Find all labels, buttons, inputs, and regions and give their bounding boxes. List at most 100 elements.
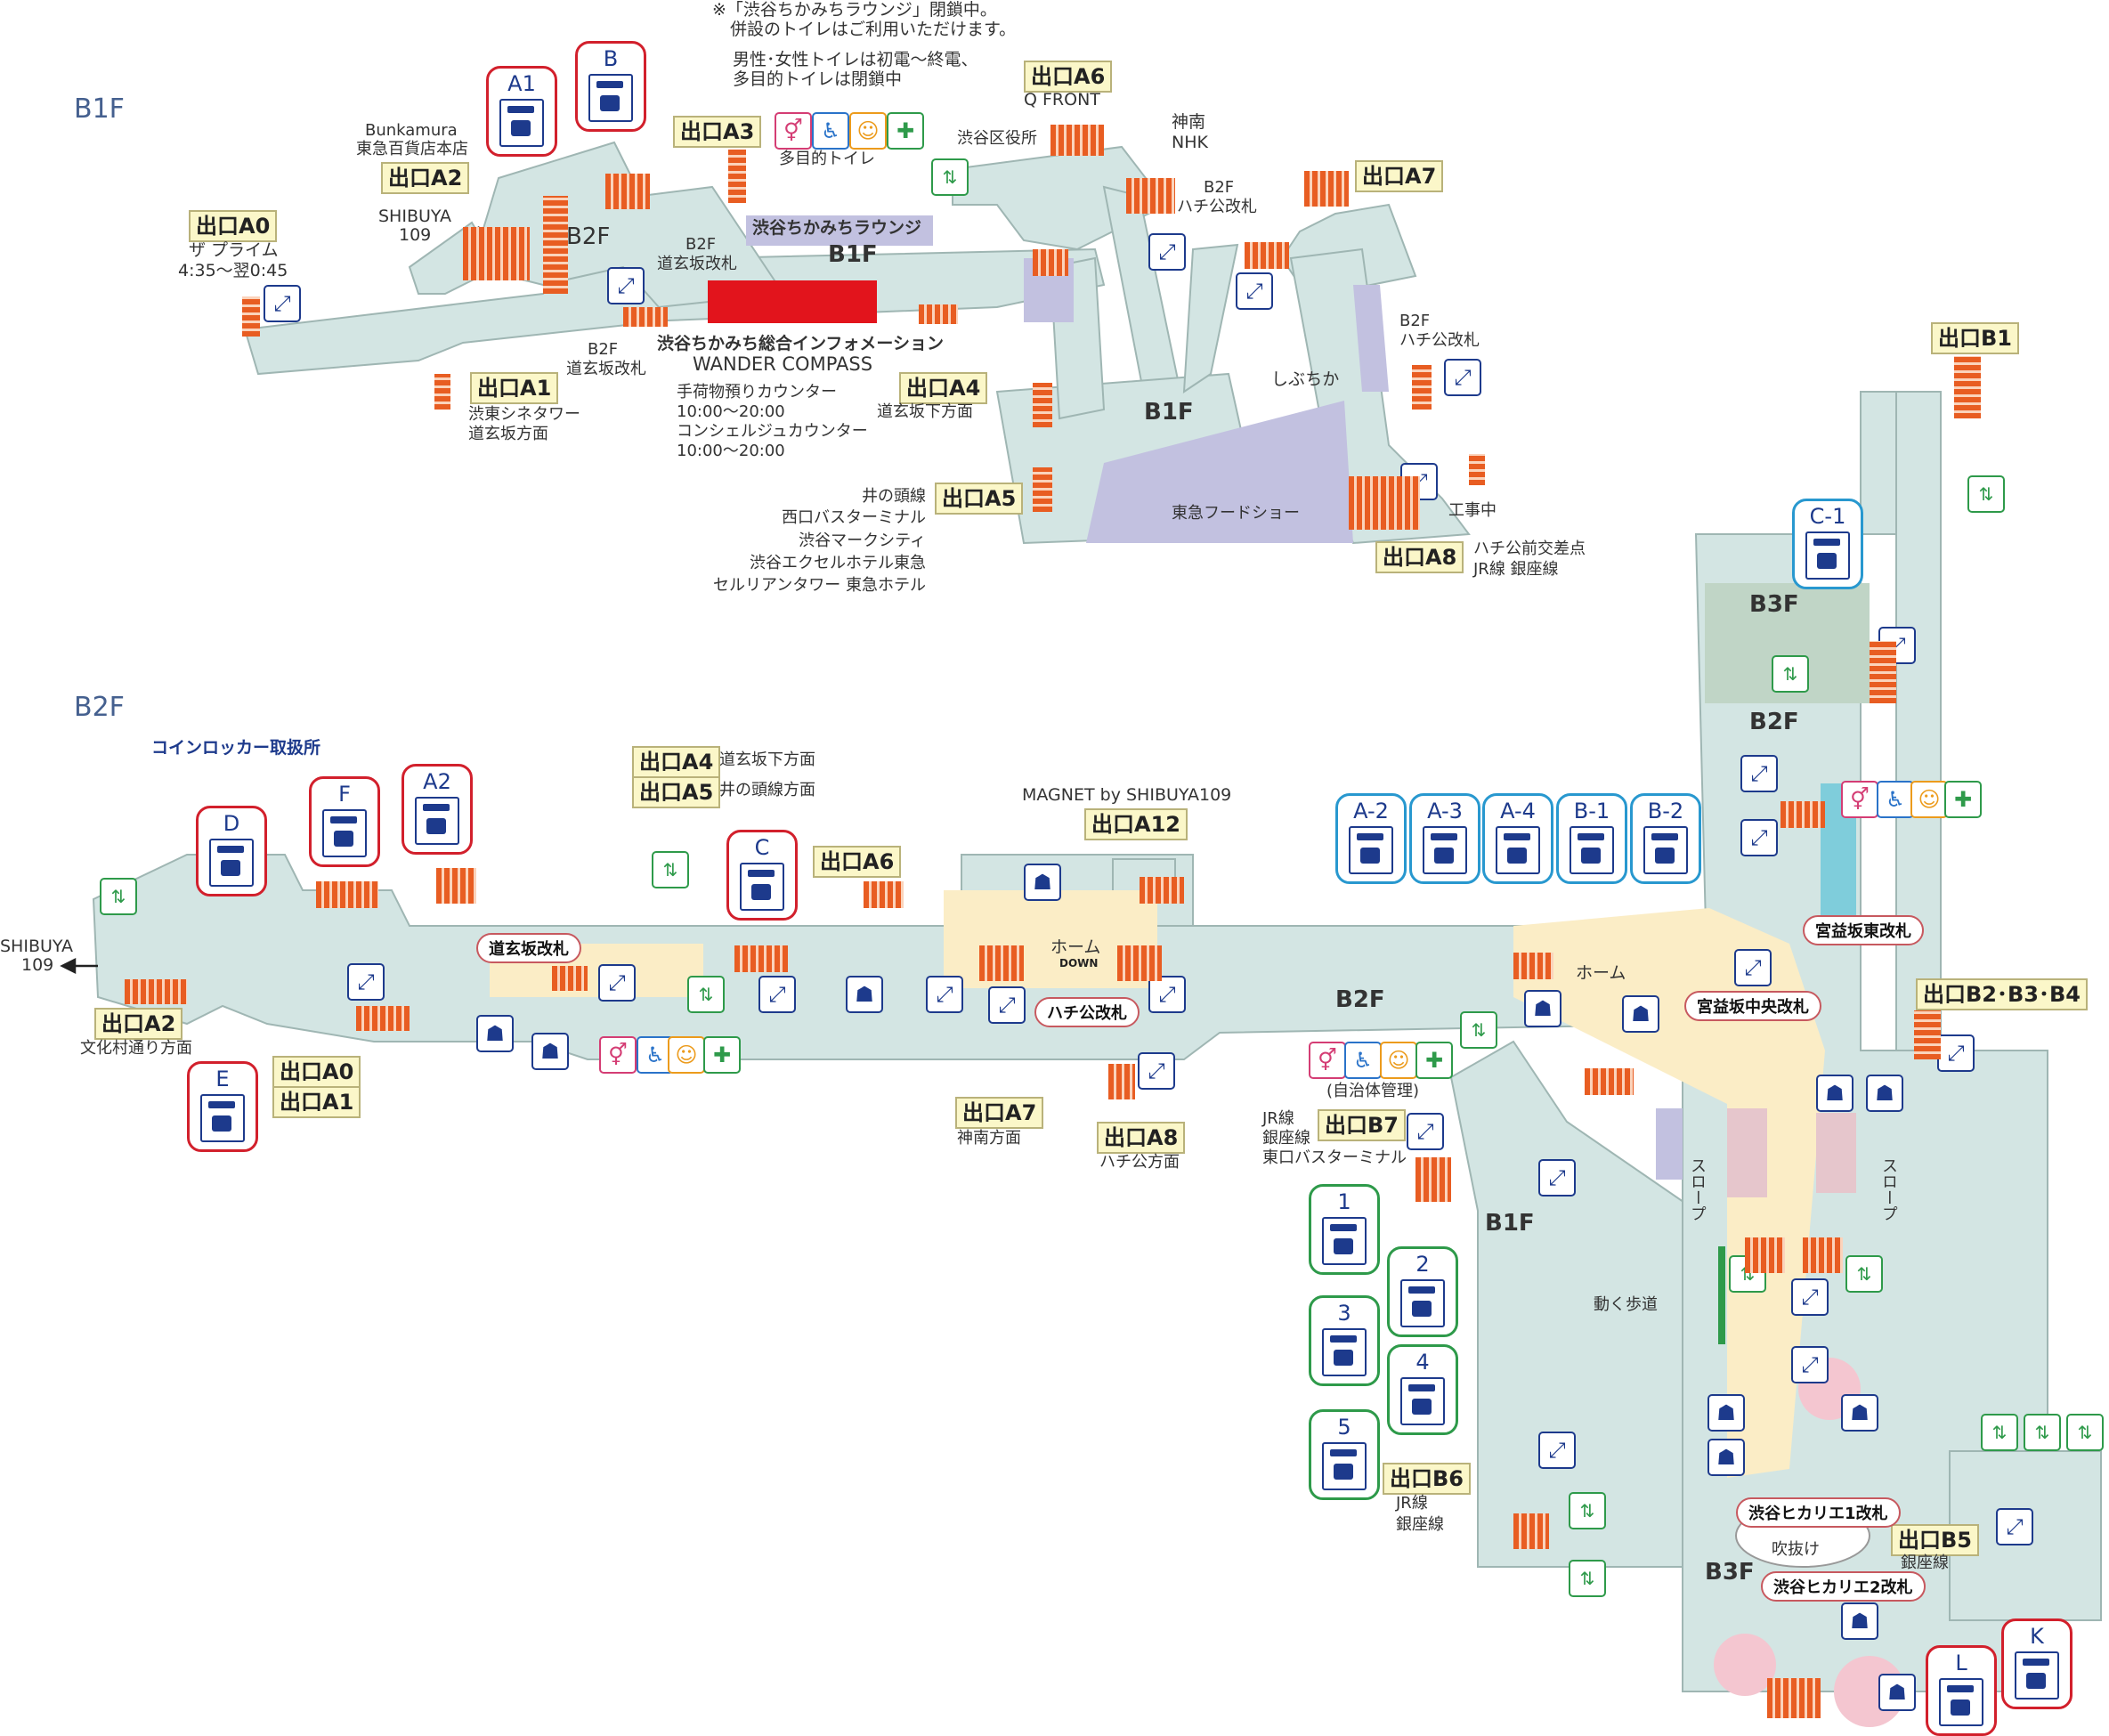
ostomate-icon: ✚	[887, 112, 924, 150]
escalator-icon: ⤢	[1791, 1346, 1829, 1383]
shibuya109-b1f-2: 109	[399, 225, 432, 245]
exit-b6-b2f[interactable]: 出口B6	[1383, 1463, 1471, 1495]
locker-icon	[209, 839, 254, 887]
exit-a4-b2f[interactable]: 出口A4	[632, 746, 721, 778]
exit-a7-b2f[interactable]: 出口A7	[955, 1097, 1044, 1129]
locker-f[interactable]: F	[309, 776, 380, 867]
stairs	[1140, 877, 1184, 904]
locker-b-b1f[interactable]: B	[575, 41, 646, 132]
gate-hachiko[interactable]: ハチ公改札	[1034, 997, 1140, 1027]
locker-5[interactable]: 5	[1309, 1409, 1380, 1500]
stairs	[1585, 1068, 1634, 1095]
locker-icon	[588, 74, 633, 122]
exit-a6-b2f[interactable]: 出口A6	[813, 846, 902, 878]
exit-b5-b2f[interactable]: 出口B5	[1891, 1524, 1979, 1556]
wheelchair-icon: ♿	[1344, 1042, 1382, 1079]
locker-k[interactable]: K	[2001, 1618, 2072, 1709]
lounge-label: 渋谷ちかみちラウンジ	[752, 218, 922, 238]
stairs	[356, 1006, 410, 1031]
locker-c[interactable]: C	[726, 830, 798, 921]
locker-icon	[1496, 826, 1540, 874]
gate-hikarie1[interactable]: 渋谷ヒカリエ1改札	[1736, 1497, 1901, 1528]
gate-miyamasu-center[interactable]: 宮益坂中央改札	[1684, 991, 1821, 1021]
exit-a12-b2f[interactable]: 出口A12	[1084, 808, 1188, 840]
gate-miyamasu-east[interactable]: 宮益坂東改札	[1803, 915, 1924, 945]
b2f-hachi-b-1: B2F	[1399, 312, 1431, 330]
locker-d[interactable]: D	[196, 806, 267, 896]
b2f-dogen-b-2: 道玄坂改札	[566, 360, 646, 378]
stairs	[1415, 1157, 1451, 1202]
elevator-icon: ⇅	[1981, 1414, 2018, 1451]
b1f-south-label: B1F	[1144, 399, 1194, 426]
stairs	[552, 966, 588, 991]
locker-c-1[interactable]: C-1	[1792, 499, 1863, 589]
locker-a-3[interactable]: A-3	[1409, 793, 1480, 884]
locker-a-4[interactable]: A-4	[1482, 793, 1553, 884]
gate-dogenzaka[interactable]: 道玄坂改札	[476, 933, 581, 963]
exit-a5-b2f[interactable]: 出口A5	[632, 776, 721, 808]
b2f-hachi-2: ハチ公改札	[1177, 198, 1257, 216]
locker-label: E	[215, 1067, 230, 1091]
locker-a-2[interactable]: A-2	[1335, 793, 1407, 884]
kuyakusho-label: 渋谷区役所	[957, 129, 1037, 148]
dogenzaka-dir-label: 道玄坂方面	[468, 425, 548, 443]
exit-a1-b1f[interactable]: 出口A1	[470, 372, 559, 404]
exit-a8-b1f[interactable]: 出口A8	[1375, 541, 1464, 573]
ticket-staff-icon: ☗	[1866, 1075, 1903, 1112]
multi-toilet-label: 多目的トイレ	[779, 150, 875, 168]
locker-e[interactable]: E	[187, 1061, 258, 1152]
locker-icon	[1423, 826, 1467, 874]
b2f-yellow-concourse-2	[1513, 908, 1825, 1478]
locker-b-2[interactable]: B-2	[1630, 793, 1701, 884]
stairs	[1412, 365, 1432, 410]
exit-a0-b1f[interactable]: 出口A0	[189, 210, 278, 242]
exit-a7-b1f[interactable]: 出口A7	[1355, 160, 1444, 192]
locker-l[interactable]: L	[1926, 1645, 1997, 1736]
locker-4[interactable]: 4	[1387, 1344, 1458, 1435]
b5-ginza-label: 銀座線	[1901, 1553, 1949, 1572]
exit-a8-b2f[interactable]: 出口A8	[1097, 1122, 1186, 1154]
escalator-icon: ⤢	[926, 976, 963, 1013]
gate-hikarie2[interactable]: 渋谷ヒカリエ2改札	[1761, 1571, 1926, 1602]
exit-b234-b2f[interactable]: 出口B2･B3･B4	[1916, 978, 2088, 1010]
notice-line-3: 男性･女性トイレは初電〜終電、	[733, 50, 978, 69]
stairs	[1513, 1513, 1549, 1549]
exit-b7-b2f[interactable]: 出口B7	[1318, 1109, 1406, 1141]
ticket-staff-icon: ☗	[1841, 1602, 1878, 1640]
stairs	[434, 374, 450, 410]
locker-1[interactable]: 1	[1309, 1184, 1380, 1275]
locker-3[interactable]: 3	[1309, 1295, 1380, 1386]
wander-compass: WANDER COMPASS	[693, 353, 873, 375]
jr-line-label: JR線	[1262, 1109, 1294, 1128]
locker-icon	[1322, 1442, 1367, 1490]
exit-a2-b1f[interactable]: 出口A2	[381, 162, 470, 194]
locker-2[interactable]: 2	[1387, 1246, 1458, 1337]
restroom-icon: ⚥	[775, 112, 812, 150]
wheelchair-icon: ♿	[1877, 781, 1914, 818]
locker-label: B	[603, 46, 619, 71]
stairs	[543, 196, 568, 294]
wheelchair-icon: ♿	[812, 112, 849, 150]
locker-a1-b1f[interactable]: A1	[486, 66, 557, 157]
locker-a2-b2f[interactable]: A2	[402, 764, 473, 855]
exit-b1-b2f[interactable]: 出口B1	[1931, 322, 2019, 354]
home-down-label: DOWN	[1059, 957, 1099, 969]
locker-b-1[interactable]: B-1	[1556, 793, 1627, 884]
ticket-staff-icon: ☗	[1524, 990, 1561, 1027]
exit-a5-b1f[interactable]: 出口A5	[935, 483, 1024, 515]
elevator-icon: ⇅	[1569, 1560, 1606, 1597]
exit-a0-b2f[interactable]: 出口A0	[272, 1056, 361, 1088]
locker-label: A1	[507, 71, 536, 96]
shibuchika-lavender	[1353, 285, 1389, 392]
exit-a6-b1f[interactable]: 出口A6	[1024, 61, 1113, 93]
exit-a3-b1f[interactable]: 出口A3	[673, 116, 762, 148]
mark-city-label: 渋谷マークシティ	[799, 531, 926, 550]
exit-a4-b1f[interactable]: 出口A4	[899, 372, 988, 404]
locker-label: 1	[1337, 1189, 1351, 1214]
locker-label: C-1	[1809, 504, 1846, 529]
stairs	[1033, 467, 1052, 512]
exit-a2-b2f[interactable]: 出口A2	[94, 1008, 183, 1040]
stairs	[316, 881, 378, 908]
exit-a1-b2f[interactable]: 出口A1	[272, 1086, 361, 1118]
slope-right-label: スロープ	[1879, 1157, 1898, 1221]
